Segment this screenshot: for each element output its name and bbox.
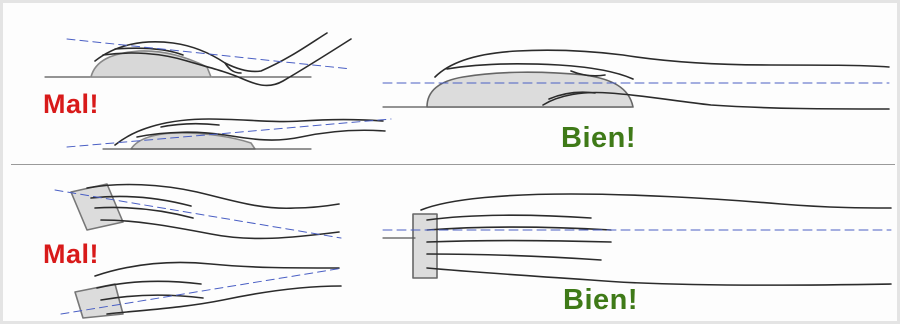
angled-fingers-hand-icon [55,184,341,238]
top-view-drawing [11,168,895,321]
top-view-panel: Mal! Bien! [11,168,895,321]
wrong-label: Mal! [43,241,99,268]
bent-wrist-hand-icon [45,33,351,85]
wrong-label: Mal! [43,91,99,118]
side-view-panel: Mal! Bien! [11,9,895,162]
neutral-wrist-hand-icon [383,50,889,109]
right-label: Bien! [563,286,638,315]
straight-fingers-hand-icon [383,194,891,285]
flat-wrist-hand-icon [67,119,391,149]
angled-fingers-hand-icon [61,263,343,319]
side-view-drawing [11,9,895,162]
right-label: Bien! [561,124,636,153]
panel-divider [11,164,895,165]
